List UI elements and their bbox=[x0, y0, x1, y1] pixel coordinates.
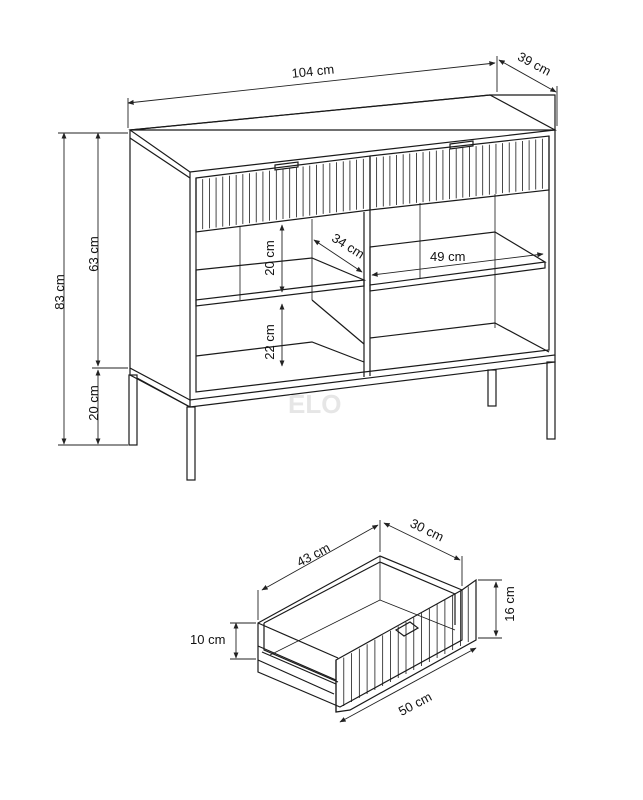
drawer-handle bbox=[394, 621, 420, 637]
left-bottom-shelf bbox=[195, 341, 365, 363]
cabinet-dimensions: 104 cm 39 cm 83 cm 63 cm 20 cm 20 cm 22 … bbox=[52, 49, 558, 446]
drawer-runner bbox=[257, 645, 337, 685]
drawer-height-label: 16 cm bbox=[502, 586, 517, 621]
cabinet-front-frame bbox=[189, 130, 556, 401]
right-drawer-handle bbox=[449, 140, 474, 150]
leg-front-left bbox=[186, 406, 196, 481]
right-bottom-shelf bbox=[369, 322, 550, 353]
leg-back-right bbox=[487, 369, 497, 407]
cabinet-top-back bbox=[129, 94, 556, 131]
drawer-box bbox=[257, 555, 463, 708]
lower-shelf-height-label: 22 cm bbox=[262, 324, 277, 359]
total-height-label: 83 cm bbox=[52, 274, 67, 309]
drawer-drawing bbox=[257, 555, 477, 713]
width-label: 104 cm bbox=[291, 61, 335, 80]
leg-height-label: 20 cm bbox=[86, 385, 101, 420]
shelf-depth-label: 34 cm bbox=[329, 230, 367, 261]
right-drawer-front bbox=[369, 135, 550, 211]
drawer-width-label: 30 cm bbox=[408, 515, 446, 544]
center-divider bbox=[363, 210, 371, 377]
left-drawer-ribs bbox=[202, 158, 364, 230]
upper-shelf-height-label: 20 cm bbox=[262, 240, 277, 275]
drawer-side-height-label: 10 cm bbox=[190, 632, 225, 647]
leg-back-left bbox=[128, 374, 138, 446]
drawer-depth-label: 43 cm bbox=[294, 540, 332, 570]
left-drawer-handle bbox=[274, 161, 299, 171]
cabinet-left-side bbox=[129, 130, 191, 401]
left-upper-shelf bbox=[195, 257, 367, 301]
sideboard-drawing bbox=[128, 94, 557, 481]
depth-label: 39 cm bbox=[515, 49, 553, 79]
drawer-front-width-label: 50 cm bbox=[396, 689, 434, 719]
right-drawer-ribs bbox=[376, 138, 543, 208]
leg-front-right bbox=[546, 361, 556, 440]
shelf-width-label: 49 cm bbox=[430, 249, 465, 264]
watermark-logo: ELO bbox=[288, 389, 341, 419]
cabinet-top bbox=[128, 94, 557, 173]
body-height-label: 63 cm bbox=[86, 236, 101, 271]
